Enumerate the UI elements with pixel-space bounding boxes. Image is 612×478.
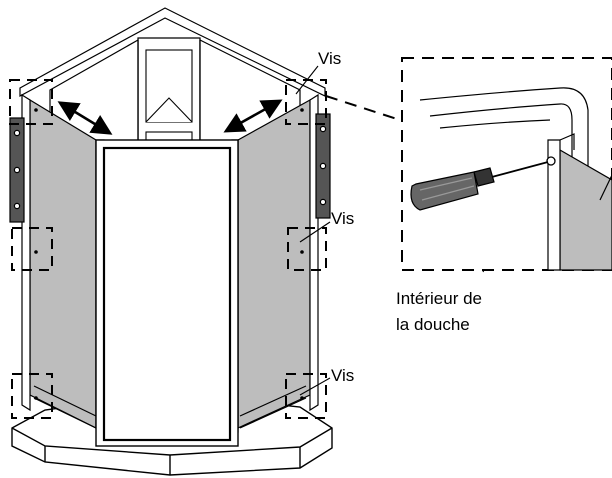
left-glass-panel (21, 93, 105, 433)
screw-label-middle: Vis (331, 209, 354, 228)
inside-shower-label-line2: la douche (396, 315, 470, 334)
screw-box-top-left (9, 79, 53, 125)
left-hinge-bar (9, 117, 25, 223)
screw-label-top: Vis (318, 49, 341, 68)
screw-box-top-right (285, 79, 327, 125)
screw-box-mid-right (287, 227, 327, 271)
screw-box-mid-left (11, 227, 53, 271)
measure-arrows (57, 99, 283, 135)
screw-label-bottom: Vis (331, 366, 354, 385)
inside-shower-label-line1: Intérieur de (396, 289, 482, 308)
screw-dots (34, 108, 304, 400)
screw-head-icon (546, 156, 556, 166)
screw-box-bottom-right (285, 373, 327, 419)
zoom-detail (401, 57, 612, 271)
screw-box-bottom-left (11, 373, 53, 419)
right-hinge-bar (315, 113, 331, 219)
screw-location-boxes (9, 79, 327, 419)
right-glass-panel (231, 93, 319, 433)
screwdriver-icon (410, 161, 549, 211)
shower-door (95, 139, 239, 447)
